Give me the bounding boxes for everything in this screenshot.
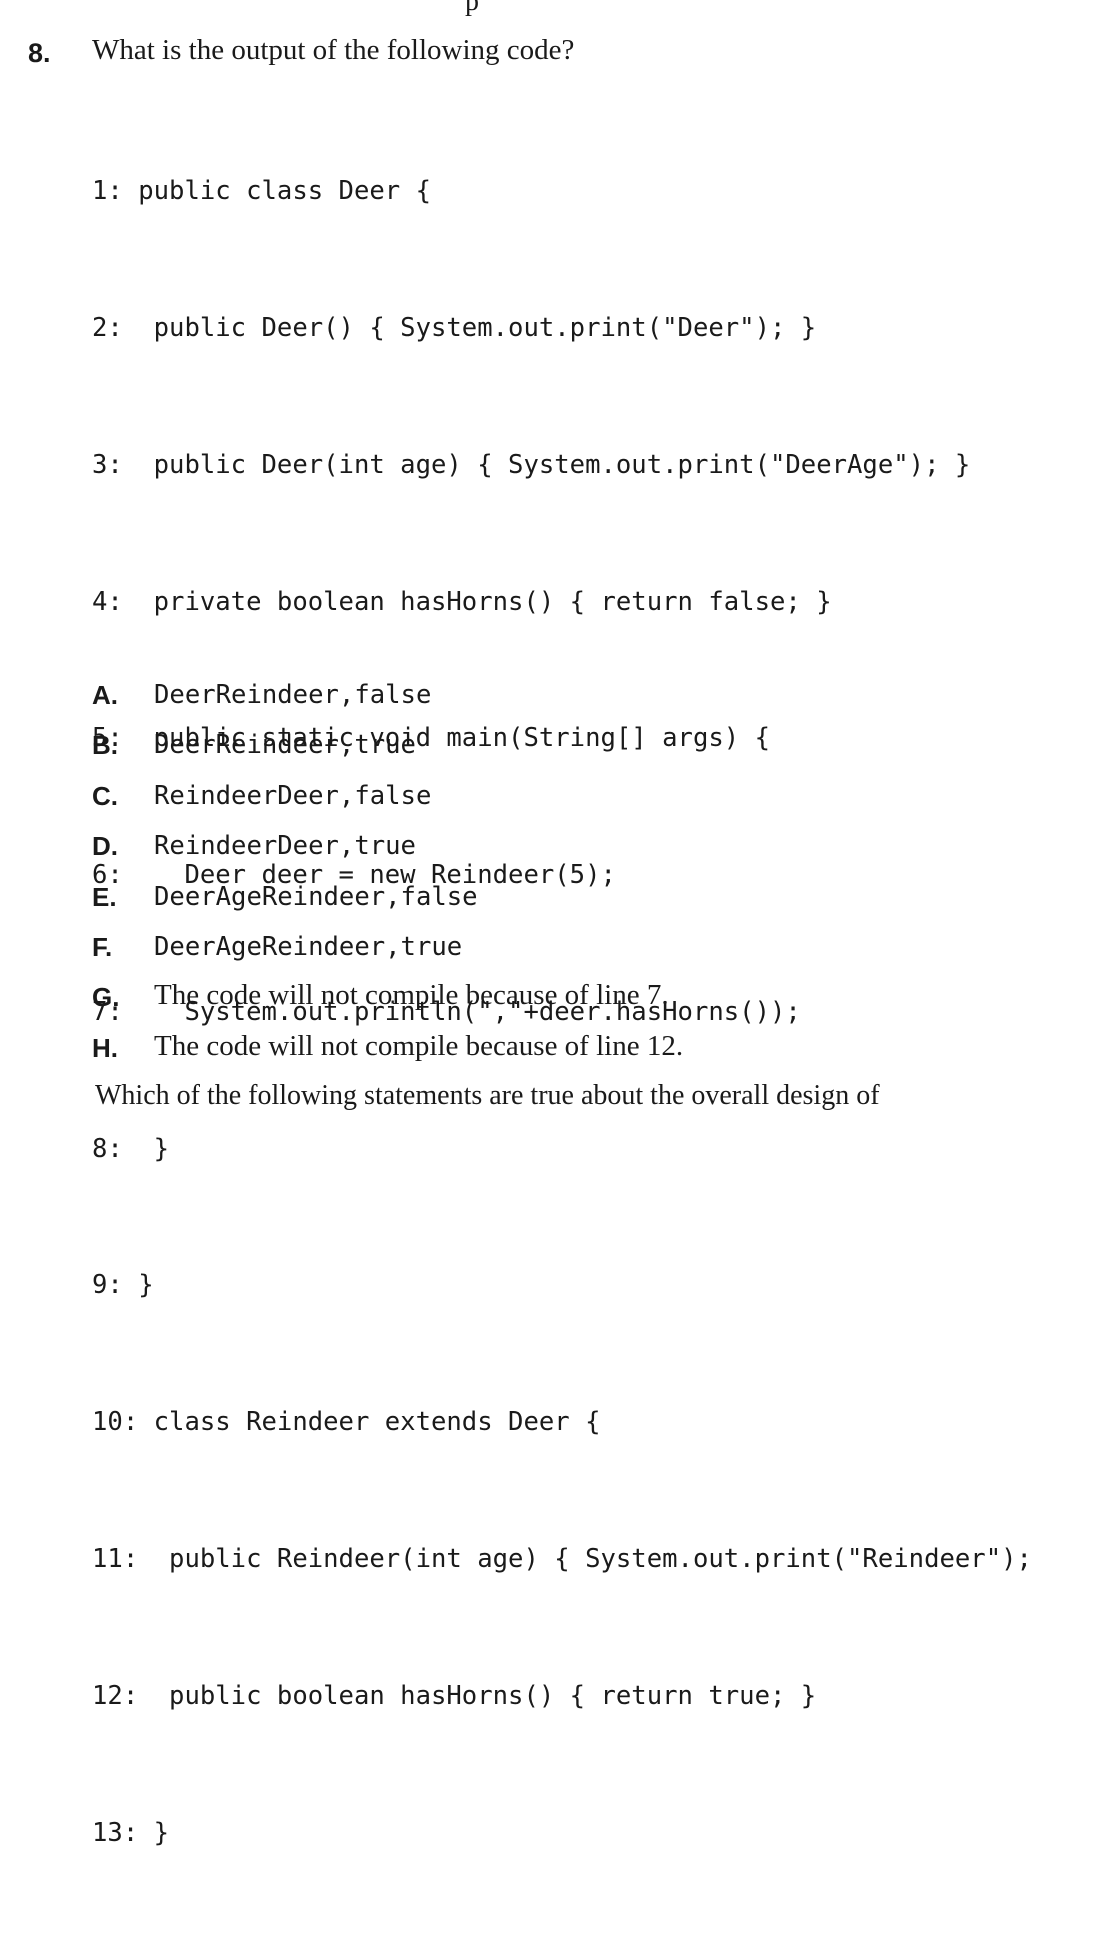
choice-letter: F. [92,931,113,962]
choice-letter: B. [92,730,118,761]
question-number: 8. [28,38,51,68]
choice-text: ReindeerDeer,false [154,780,432,811]
code-line: 7: System.out.println(","+deer.hasHorns(… [92,996,801,1027]
choice-letter: D. [92,831,118,862]
previous-text-fragment: p [465,0,479,17]
code-line: 10: class Reindeer extends Deer { [92,1407,601,1438]
code-line: 13: } [92,1817,170,1848]
code-line: 5: public static void main(String[] args… [92,723,770,754]
question-prompt: What is the output of the following code… [92,34,575,66]
code-line: 4: private boolean hasHorns() { return f… [92,586,832,617]
choice-text: The code will not compile because of lin… [154,979,669,1012]
code-line: 9: } [92,1270,154,1301]
choice-text: DeerReindeer,false [154,680,432,710]
next-text-fragment: Which of the following statements are tr… [95,1080,880,1111]
choice-text: The code will not compile because of lin… [154,1029,684,1062]
code-line: 11: public Reindeer(int age) { System.ou… [92,1544,1032,1574]
code-line: 6: Deer deer = new Reindeer(5); [92,860,616,891]
code-line: 8: } [92,1133,170,1164]
choice-letter: C. [92,780,118,811]
choice-letter: E. [92,881,117,912]
choice-letter: G. [92,982,120,1013]
code-line: 1: public class Deer { [92,176,431,207]
choice-letter: H. [92,1032,118,1063]
choice-text: DeerAgeReindeer,true [154,931,463,962]
choice-text: DeerReindeer,true [154,730,416,761]
code-line: 3: public Deer(int age) { System.out.pri… [92,449,971,480]
choice-text: DeerAgeReindeer,false [154,881,478,912]
code-listing: 1: public class Deer { 2: public Deer() … [92,78,1032,1947]
code-line: 12: public boolean hasHorns() { return t… [92,1680,817,1711]
choice-letter: A. [92,680,118,710]
code-line: 2: public Deer() { System.out.print("Dee… [92,312,817,343]
document-page: p 8. What is the output of the following… [28,0,1032,1848]
choice-text: ReindeerDeer,true [154,831,416,862]
